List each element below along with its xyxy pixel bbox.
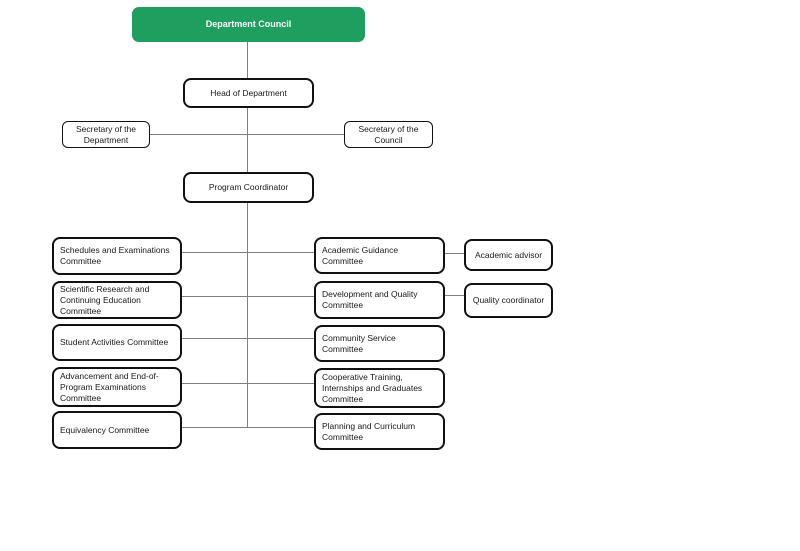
quality-coordinator-node: Quality coordinator bbox=[464, 283, 553, 318]
student-activities-committee-node: Student Activities Committee bbox=[52, 324, 182, 361]
academic-guidance-committee-node: Academic Guidance Committee bbox=[314, 237, 445, 274]
connector-row-4 bbox=[182, 383, 314, 384]
connector-trunk bbox=[247, 203, 248, 428]
secretary-of-council-node: Secretary of the Council bbox=[344, 121, 433, 148]
equivalency-committee-node: Equivalency Committee bbox=[52, 411, 182, 449]
secretary-of-department-node: Secretary of the Department bbox=[62, 121, 150, 148]
schedules-examinations-committee-node: Schedules and Examinations Committee bbox=[52, 237, 182, 275]
planning-curriculum-committee-node: Planning and Curriculum Committee bbox=[314, 413, 445, 450]
connector-academic-advisor bbox=[445, 253, 464, 254]
connector-row-2 bbox=[182, 296, 314, 297]
development-quality-committee-node: Development and Quality Committee bbox=[314, 281, 445, 319]
head-of-department-node: Head of Department bbox=[183, 78, 314, 108]
connector-quality-coordinator bbox=[445, 295, 464, 296]
connector-row-1 bbox=[182, 252, 314, 253]
connector-root-to-head bbox=[247, 42, 248, 78]
scientific-research-committee-node: Scientific Research and Continuing Educa… bbox=[52, 281, 182, 319]
department-council-node: Department Council bbox=[132, 7, 365, 42]
community-service-committee-node: Community Service Committee bbox=[314, 325, 445, 362]
connector-head-to-coordinator bbox=[247, 107, 248, 172]
connector-row-3 bbox=[182, 338, 314, 339]
academic-advisor-node: Academic advisor bbox=[464, 239, 553, 271]
program-coordinator-node: Program Coordinator bbox=[183, 172, 314, 203]
connector-secretaries bbox=[150, 134, 344, 135]
cooperative-training-committee-node: Cooperative Training, Internships and Gr… bbox=[314, 368, 445, 408]
advancement-examinations-committee-node: Advancement and End-of- Program Examinat… bbox=[52, 367, 182, 407]
connector-row-5 bbox=[182, 427, 314, 428]
